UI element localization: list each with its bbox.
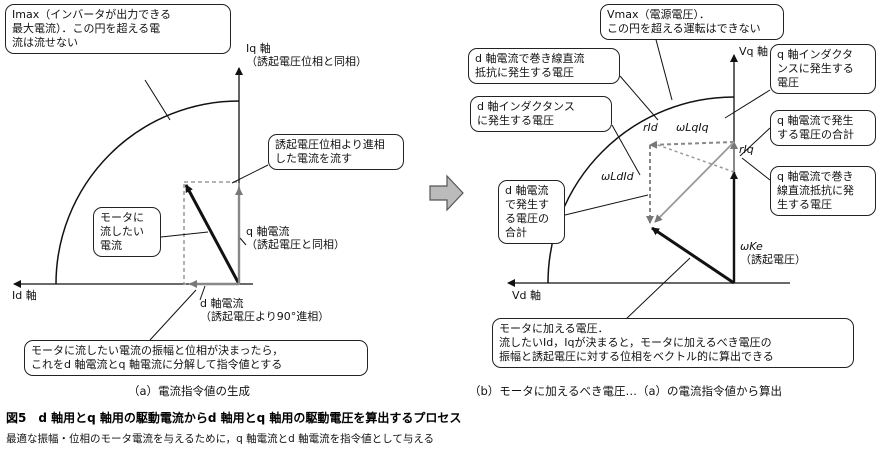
imax-note: Imax（インバータが出力できる 最大電流）．この円を超える電 流は流せない xyxy=(5,4,231,54)
motor-note-line-2: 流したい xyxy=(100,225,144,238)
leader-bottom-left xyxy=(149,289,197,341)
wlqiq-label: ωLqIq xyxy=(676,121,709,134)
lead-note-line-1: 誘起電圧位相より進相 xyxy=(275,138,385,151)
iq-axis-desc: （誘起電圧位相と同相） xyxy=(246,55,367,68)
leader-q-sum xyxy=(739,127,771,157)
q-sum-line-2: する電圧の合計 xyxy=(777,128,854,141)
motor-note-line-3: 電流 xyxy=(100,239,122,252)
d-resistance-note: d 軸電流で巻き線直流 抵抗に発生する電圧 xyxy=(468,48,620,84)
wldid-vector xyxy=(654,141,735,223)
d-sum-note: d 軸電流 で発生す る電圧の 合計 xyxy=(498,180,565,244)
bottom-left-line-1: モータに流したい電流の振幅と位相が決まったら， xyxy=(31,344,284,357)
figure-title: 図5 d 軸用とq 軸用の駆動電流からd 軸用とq 軸用の駆動電圧を算出するプロ… xyxy=(6,411,462,425)
d-res-line-1: d 軸電流で巻き線直流 xyxy=(475,52,585,65)
leader-vmax xyxy=(654,35,673,101)
imax-note-line-2: 最大電流）．この円を超える電 xyxy=(12,22,161,35)
d-ind-line-2: に発生する電圧 xyxy=(477,114,554,127)
q-sum-note: q 軸電流で発生 する電圧の合計 xyxy=(770,110,876,146)
d-sum-line-3: る電圧の xyxy=(505,212,549,225)
id-axis-label: Id 軸 xyxy=(12,289,37,302)
right-diagram xyxy=(507,35,790,321)
imax-note-line-1: Imax（インバータが出力できる xyxy=(12,8,171,21)
d-sum-line-1: d 軸電流 xyxy=(505,184,549,197)
q-ind-line-3: 電圧 xyxy=(777,76,799,89)
leader-d xyxy=(199,285,206,301)
q-current-desc: （誘起電圧と同相） xyxy=(246,238,345,251)
leader-lead xyxy=(231,164,269,184)
iq-axis-title: Iq 軸 xyxy=(246,42,271,55)
q-ind-line-1: q 軸インダクタ xyxy=(777,48,854,61)
leader-imax xyxy=(144,79,171,121)
transition-arrow xyxy=(429,174,464,212)
imax-note-line-3: 流は流せない xyxy=(12,36,78,49)
current-vector xyxy=(184,184,241,285)
q-sum-line-1: q 軸電流で発生 xyxy=(777,114,854,127)
q-ind-line-2: ンスに発生する xyxy=(777,62,854,75)
d-current-title: d 軸電流 xyxy=(200,297,244,310)
applied-voltage-vector xyxy=(651,226,735,285)
caption-a: （a）電流指令値の生成 xyxy=(128,384,251,398)
bottom-right-note: モータに加える電圧． 流したいId，Iqが決まると，モータに加えるべき電圧の 振… xyxy=(492,318,854,368)
bottom-right-line-2: 流したいId，Iqが決まると，モータに加えるべき電圧の xyxy=(499,336,772,349)
bottom-right-line-1: モータに加える電圧． xyxy=(499,322,609,335)
bottom-right-line-3: 振幅と誘起電圧に対する位相をベクトル的に算出できる xyxy=(499,350,774,363)
leader-q xyxy=(239,237,247,246)
d-sum-line-4: 合計 xyxy=(505,226,527,239)
wldid-label: ωLdId xyxy=(601,170,634,183)
leader-d-sum xyxy=(564,194,649,216)
wke-desc: （誘起電圧） xyxy=(740,253,806,266)
q-resistance-note: q 軸電流で巻き 線直流抵抗に発 生する電圧 xyxy=(770,166,876,216)
motor-current-note: モータに 流したい 電流 xyxy=(93,207,161,257)
leader-motor xyxy=(160,231,209,238)
q-inductance-note: q 軸インダクタ ンスに発生する 電圧 xyxy=(770,44,876,94)
vd-axis-label: Vd 軸 xyxy=(512,289,542,302)
vmax-note-line-1: Vmax（電源電圧）． xyxy=(607,8,710,21)
leader-q-ind xyxy=(724,89,771,119)
lead-phase-note: 誘起電圧位相より進相 した電流を流す xyxy=(268,134,404,170)
d-inductance-note: d 軸インダクタンス に発生する電圧 xyxy=(470,96,612,132)
leader-d-res xyxy=(619,75,659,121)
leader-d-ind xyxy=(611,124,641,176)
imax-circle xyxy=(55,100,240,285)
left-diagram xyxy=(13,67,269,341)
rid-label: rId xyxy=(643,121,658,134)
q-res-line-1: q 軸電流で巻き xyxy=(777,170,854,183)
rid-vector xyxy=(649,140,735,149)
riq-label: rIq xyxy=(739,143,754,156)
bottom-left-line-2: これをd 軸電流とq 軸電流に分解して指令値とする xyxy=(31,358,283,371)
lead-note-line-2: した電流を流す xyxy=(275,152,352,165)
q-res-line-2: 線直流抵抗に発 xyxy=(777,184,854,197)
leader-bottom-right xyxy=(624,257,691,321)
motor-note-line-1: モータに xyxy=(100,211,144,224)
wke-label: ωKe （誘起電圧） xyxy=(740,240,806,266)
caption-b: （b）モータに加えるべき電圧…（a）の電流指令値から算出 xyxy=(469,384,782,398)
figure-subtitle: 最適な振幅・位相のモータ電流を与えるために，q 軸電流とd 軸電流を指令値として… xyxy=(6,433,435,445)
d-current-label: d 軸電流 （誘起電圧より90°進相） xyxy=(200,297,329,323)
d-res-line-2: 抵抗に発生する電圧 xyxy=(475,66,574,79)
d-sum-vector xyxy=(654,143,735,173)
wke-symbol: ωKe xyxy=(740,240,763,253)
q-res-line-3: 生する電圧 xyxy=(777,198,832,211)
d-sum-line-2: で発生す xyxy=(505,198,549,211)
d-current-desc: （誘起電圧より90°進相） xyxy=(200,310,330,323)
vq-axis-label: Vq 軸 xyxy=(739,45,769,58)
vmax-note-line-2: この円を超える運転はできない xyxy=(607,22,761,35)
q-current-label: q 軸電流 （誘起電圧と同相） xyxy=(246,225,345,251)
iq-axis-label: Iq 軸 （誘起電圧位相と同相） xyxy=(246,42,367,68)
d-ind-line-1: d 軸インダクタンス xyxy=(477,100,575,113)
leader-q-res xyxy=(741,157,771,181)
vmax-note: Vmax（電源電圧）． この円を超える運転はできない xyxy=(600,4,784,40)
bottom-left-note: モータに流したい電流の振幅と位相が決まったら， これをd 軸電流とq 軸電流に分… xyxy=(24,340,368,376)
q-current-title: q 軸電流 xyxy=(246,225,290,238)
